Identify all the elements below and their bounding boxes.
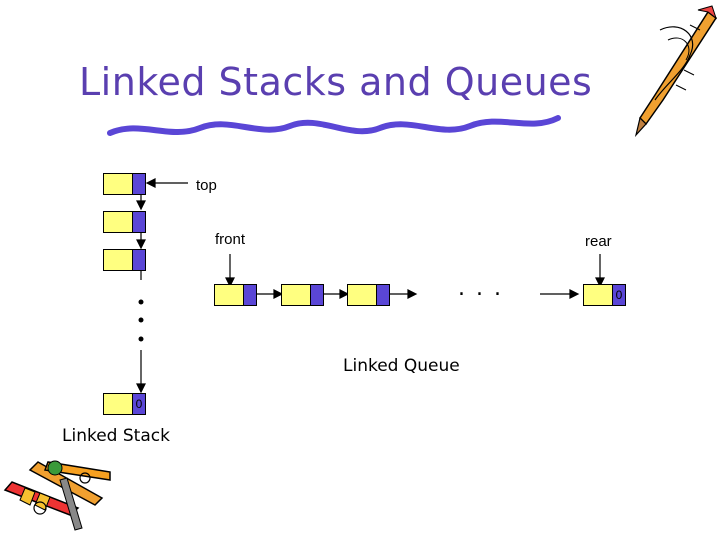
node-data-field (104, 212, 133, 232)
node-data-field (584, 285, 613, 305)
node-data-field (104, 394, 133, 414)
node-data-field (104, 174, 133, 194)
node-link-field (133, 212, 145, 232)
pencil-icon (634, 5, 718, 138)
title-underline (107, 115, 561, 136)
queue-arrows (225, 254, 605, 299)
stack-arrows (136, 178, 188, 394)
queue-node-front (214, 284, 257, 306)
queue-front-label: front (215, 231, 246, 248)
stack-node (103, 249, 146, 271)
node-link-field (133, 174, 145, 194)
stack-node-bottom: 0 (103, 393, 146, 415)
node-data-field (104, 250, 133, 270)
queue-node (281, 284, 324, 306)
queue-ellipsis: . . . (458, 276, 503, 301)
slide-title: Linked Stacks and Queues (79, 60, 593, 104)
node-link-field (377, 285, 389, 305)
node-link-field (311, 285, 323, 305)
queue-caption: Linked Queue (343, 356, 460, 376)
stack-node (103, 211, 146, 233)
queue-node-rear: 0 (583, 284, 626, 306)
stack-top-label: top (196, 177, 217, 194)
node-link-field: 0 (613, 285, 625, 305)
node-data-field (282, 285, 311, 305)
null-marker: 0 (615, 288, 623, 302)
stack-ellipsis (138, 299, 144, 342)
queue-rear-label: rear (585, 233, 612, 250)
node-link-field (133, 250, 145, 270)
crayons-icon (3, 460, 111, 531)
node-data-field (348, 285, 377, 305)
node-link-field (244, 285, 256, 305)
queue-node (347, 284, 390, 306)
node-data-field (215, 285, 244, 305)
null-marker: 0 (135, 397, 143, 411)
stack-caption: Linked Stack (62, 426, 170, 446)
node-link-field: 0 (133, 394, 145, 414)
stack-node-top (103, 173, 146, 195)
